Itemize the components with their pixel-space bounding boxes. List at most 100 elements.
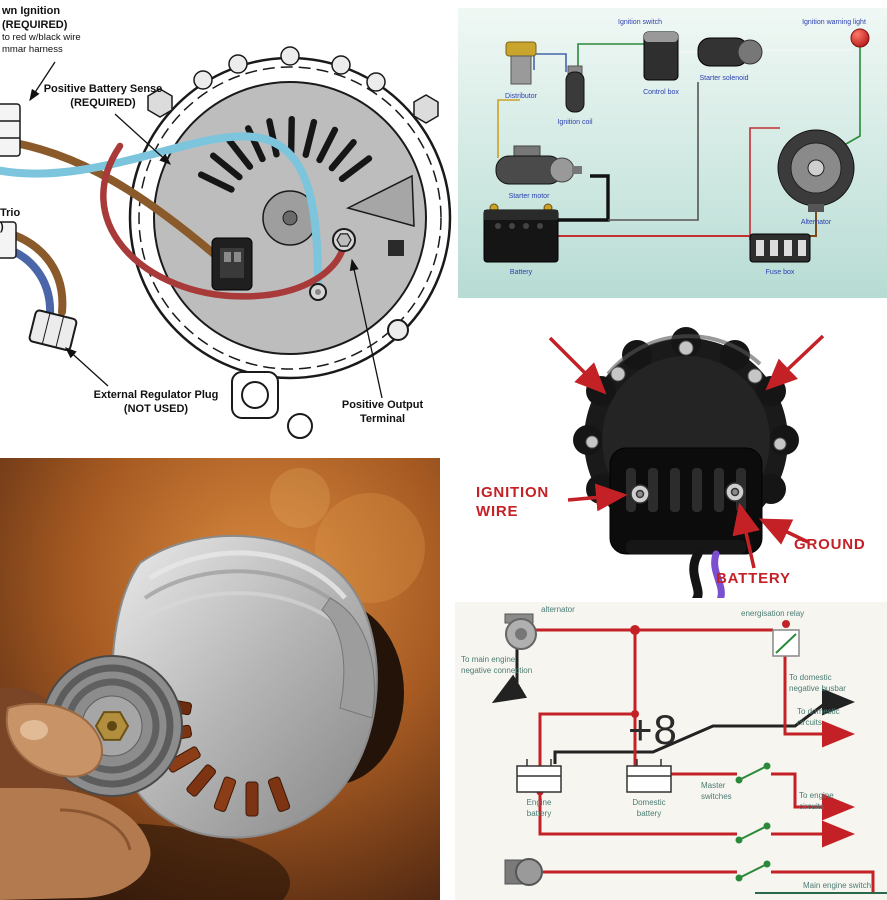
regulator-plug-label: External Regulator Plug (NOT USED) (66, 388, 246, 416)
fuse-box-label: Fuse box (766, 269, 795, 276)
regulator-plug-line1: External Regulator Plug (93, 389, 219, 401)
starter-solenoid-label: Starter solenoid (699, 75, 748, 82)
shaft-boss (262, 190, 318, 246)
alternator-line-drawing (0, 46, 452, 439)
ignition-switch-label: Ignition switch (618, 19, 662, 26)
red-output-wire (100, 142, 347, 300)
junction-dots (536, 620, 790, 796)
case-bolts (193, 46, 386, 92)
case-opening (388, 240, 404, 256)
output-terminal-line1: Positive Output (341, 399, 424, 411)
distributor (505, 41, 537, 85)
mount-hex-bolts (147, 88, 439, 124)
output-terminal-label: Positive Output Terminal (320, 398, 445, 426)
harness-connectors (0, 103, 21, 259)
sc-relay-label: energisation relay (741, 609, 804, 618)
sc-engine-battery-line1: Engine (527, 798, 552, 807)
fuse-box (749, 233, 811, 263)
sc-domestic-battery-line2: battery (637, 809, 661, 818)
housing-bolts (585, 340, 787, 451)
sc-engine-battery-line2: battery (527, 809, 551, 818)
alternator-symbol (777, 129, 855, 212)
mounting-lugs (231, 319, 409, 439)
alternator-hand-photo-panel (0, 458, 440, 900)
sc-main-engine-switch-label: Main engine switch (803, 881, 871, 890)
regulator-plug-line2: (NOT USED) (123, 403, 189, 416)
sc-dom-busbar-line2: negative busbar (789, 684, 846, 693)
engine-wiring-diagram-panel: Ignition switch Control box Starter sole… (458, 8, 887, 298)
engine-battery-icon (516, 759, 562, 793)
master-switch-symbols (735, 762, 771, 882)
more-images-overlay[interactable]: +8 (628, 706, 678, 753)
battery-sense-label: Positive Battery Sense (REQUIRED) (18, 82, 188, 110)
sc-dom-busbar-line1: To domestic (789, 673, 832, 682)
ignition-wire-label: wn Ignition (REQUIRED) to red w/black wi… (2, 4, 81, 56)
bokeh-highlight-2 (270, 468, 330, 528)
hand-fingers (0, 788, 151, 900)
energisation-relay (772, 629, 800, 657)
ignition-callout-line1: IGNITION (476, 484, 550, 501)
alternator-label: Alternator (801, 219, 832, 226)
ignition-wire-callout: IGNITION WIRE (476, 484, 549, 522)
battery-symbol (483, 203, 559, 263)
sc-dom-circuits-line2: circuits (797, 718, 822, 727)
control-box-label: Control box (643, 89, 679, 96)
sc-engine-circuits-line1: To engine (799, 791, 834, 800)
callout-arrows (548, 334, 825, 569)
trio-line2: ) (0, 221, 4, 234)
regulator-connector-block (211, 237, 253, 291)
ignition-warning-light (850, 28, 870, 48)
battery-sense-line2: (REQUIRED) (70, 97, 136, 110)
sc-dom-circuits-line1: To domestic (797, 707, 840, 716)
split-charge-drawing: alternator energisation relay To main en… (455, 602, 887, 900)
ignition-coil (565, 65, 585, 113)
battery-sense-stud (309, 283, 327, 301)
cyan-battery-sense-wire (0, 132, 322, 290)
engine-wiring-drawing: Ignition switch Control box Starter sole… (458, 8, 887, 298)
ignition-callout-line2: WIRE (476, 502, 519, 520)
starter-motor-label: Starter motor (509, 193, 551, 200)
brown-ignition-wire (0, 136, 218, 258)
side-bracket (321, 597, 375, 719)
ignition-label-line3: to red w/black wire (2, 32, 81, 44)
black-output-wire (689, 549, 703, 598)
sc-alternator-label: alternator (541, 605, 575, 614)
starter-motor (495, 145, 582, 185)
ignition-coil-label: Ignition coil (557, 119, 592, 126)
trio-line1: Trio (0, 207, 21, 219)
ignition-label-line1: wn Ignition (2, 5, 61, 17)
negative-wires (491, 648, 855, 764)
label-arrows (29, 61, 383, 399)
distributor-label: Distributor (505, 93, 538, 100)
positive-output-terminal (332, 228, 356, 252)
alternator-terminals-drawing (548, 327, 825, 598)
output-terminal-line2: Terminal (359, 413, 406, 426)
sc-master-switches-line2: switches (701, 792, 732, 801)
sc-engine-circuits-line2: circuits (799, 802, 824, 811)
alternator-icon (504, 613, 537, 650)
domestic-battery-icon (626, 759, 672, 793)
alternator-terminals-photo-panel: IGNITION WIRE GROUND BATTERY (458, 302, 887, 598)
ignition-label-line2: (REQUIRED) (2, 19, 68, 32)
rear-cover (609, 447, 763, 555)
ignition-label-line4: mmar harness (2, 44, 63, 56)
control-box (643, 31, 679, 81)
sc-domestic-battery-line1: Domestic (632, 798, 665, 807)
battery-callout: BATTERY (716, 570, 791, 587)
battery-label: Battery (510, 269, 533, 276)
sc-main-neg-line1: To main engine (461, 655, 516, 664)
split-charge-diagram-panel: alternator energisation relay To main en… (455, 602, 887, 900)
vent-plate (345, 174, 415, 227)
terminal-studs (630, 482, 745, 504)
hand-thumb (5, 702, 103, 778)
purple-wire (711, 550, 725, 598)
starter-solenoid (697, 37, 763, 67)
ground-callout: GROUND (794, 536, 866, 553)
battery-sense-line1: Positive Battery Sense (43, 83, 163, 95)
sc-main-neg-line2: negative connection (461, 666, 532, 675)
sc-master-switches-line1: Master (701, 781, 726, 790)
trio-label: Trio ) (0, 206, 20, 234)
warning-light-label: Ignition warning light (802, 19, 866, 26)
engine-starter-icon (504, 858, 543, 886)
